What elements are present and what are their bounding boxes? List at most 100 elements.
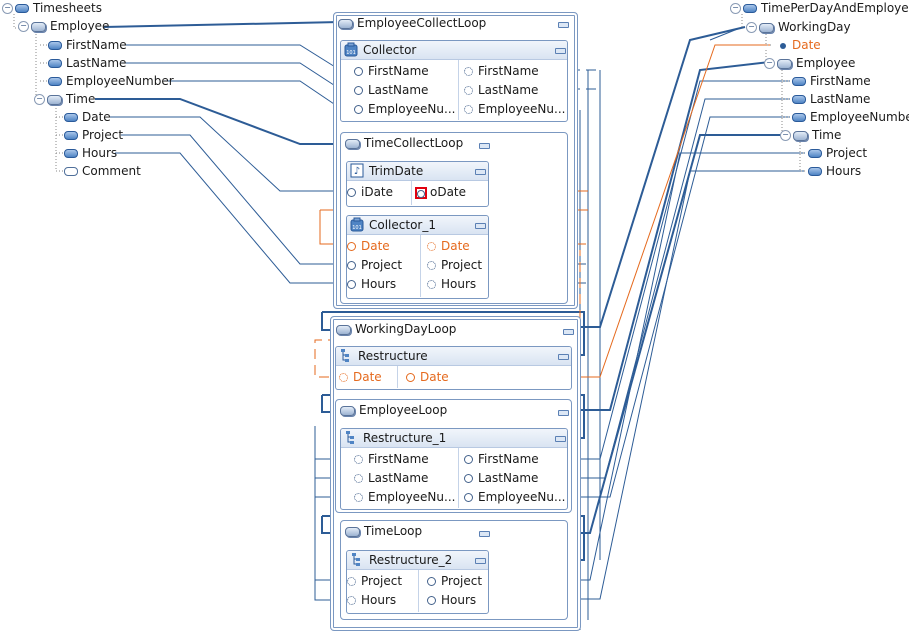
- wire-firstname-collector: [124, 44, 341, 71]
- target-workingday[interactable]: −WorkingDay: [746, 19, 851, 35]
- restructure-component[interactable]: Restructure Date Date: [335, 346, 572, 390]
- element-icon: [48, 77, 62, 86]
- input-port[interactable]: Date: [347, 238, 390, 254]
- input-port[interactable]: LastName: [354, 470, 428, 486]
- collapse-icon[interactable]: [558, 354, 569, 360]
- collapse-toggle-icon[interactable]: −: [730, 3, 741, 14]
- output-port[interactable]: Date: [427, 238, 470, 254]
- wire-lastname-collector: [121, 62, 341, 90]
- port-dotted-icon: [347, 577, 356, 586]
- output-port[interactable]: Project: [427, 257, 482, 273]
- group-icon: [31, 21, 46, 32]
- output-port[interactable]: FirstName: [464, 451, 539, 467]
- loop-icon: [345, 526, 360, 537]
- target-time[interactable]: −Time: [780, 127, 841, 143]
- collector-component[interactable]: 101 Collector FirstName LastName Employe…: [340, 40, 568, 122]
- input-port[interactable]: iDate: [347, 184, 393, 200]
- source-firstname[interactable]: FirstName: [48, 37, 127, 53]
- restructure-icon: [352, 553, 360, 566]
- collapse-icon[interactable]: [475, 169, 486, 175]
- input-port[interactable]: Date: [339, 369, 382, 385]
- source-lastname[interactable]: LastName: [48, 55, 126, 71]
- script-icon: ♪: [350, 163, 364, 178]
- loop-title: WorkingDayLoop: [355, 322, 457, 336]
- restructure-2-component[interactable]: Restructure_2 Project Hours Project Hour…: [346, 550, 489, 614]
- input-port[interactable]: Hours: [347, 276, 396, 292]
- source-time[interactable]: −Time: [34, 91, 95, 107]
- port-circle-icon: [354, 105, 363, 114]
- port-dotted-icon: [347, 596, 356, 605]
- collapse-toggle-icon[interactable]: −: [2, 3, 13, 14]
- output-port[interactable]: LastName: [464, 82, 538, 98]
- loop-title: TimeCollectLoop: [364, 136, 464, 150]
- target-lastname[interactable]: LastName: [792, 91, 870, 107]
- input-port[interactable]: EmployeeNu...: [354, 489, 455, 505]
- element-icon: [48, 41, 62, 50]
- source-employee[interactable]: −Employee: [18, 18, 109, 34]
- element-icon: [48, 59, 62, 68]
- trimdate-component[interactable]: ♪ TrimDate iDate oDate: [346, 161, 489, 207]
- port-dotted-icon: [464, 67, 473, 76]
- collapse-toggle-icon[interactable]: −: [764, 58, 775, 69]
- input-port[interactable]: Project: [347, 573, 402, 589]
- collapse-icon[interactable]: [475, 558, 486, 564]
- input-port[interactable]: LastName: [354, 82, 428, 98]
- target-project[interactable]: Project: [808, 145, 867, 161]
- collapse-icon[interactable]: [555, 436, 566, 442]
- output-port-selected[interactable]: oDate: [415, 184, 466, 200]
- output-port[interactable]: Project: [427, 573, 482, 589]
- collapse-icon[interactable]: [558, 410, 569, 416]
- output-port[interactable]: Hours: [427, 276, 476, 292]
- input-port[interactable]: FirstName: [354, 451, 429, 467]
- source-project[interactable]: Project: [64, 127, 123, 143]
- port-circle-icon: [464, 493, 473, 502]
- target-firstname[interactable]: FirstName: [792, 73, 871, 89]
- input-port[interactable]: FirstName: [354, 63, 429, 79]
- source-date[interactable]: Date: [64, 109, 111, 125]
- group-icon: [777, 58, 792, 69]
- wire-workingday-loop: [570, 26, 746, 328]
- collapse-icon[interactable]: [479, 143, 490, 149]
- port-circle-icon: [354, 86, 363, 95]
- output-port[interactable]: Hours: [427, 592, 476, 608]
- source-employeenumber[interactable]: EmployeeNumber: [48, 73, 174, 89]
- target-date[interactable]: Date: [780, 37, 821, 53]
- output-port[interactable]: EmployeeNu...: [464, 101, 565, 117]
- component-title: Collector_1: [369, 218, 436, 232]
- port-dotted-icon: [339, 373, 348, 382]
- source-comment[interactable]: Comment: [64, 163, 141, 179]
- port-circle-icon: [347, 261, 356, 270]
- source-root[interactable]: −Timesheets: [2, 0, 102, 16]
- output-port[interactable]: FirstName: [464, 63, 539, 79]
- restructure-1-component[interactable]: Restructure_1 FirstName LastName Employe…: [340, 428, 568, 510]
- collapse-icon[interactable]: [475, 223, 486, 229]
- input-port[interactable]: EmployeeNu...: [354, 101, 455, 117]
- collapse-icon[interactable]: [563, 329, 574, 335]
- selection-icon: [415, 186, 427, 199]
- target-hours[interactable]: Hours: [808, 163, 861, 179]
- input-port[interactable]: Project: [347, 257, 402, 273]
- collapse-icon[interactable]: [479, 531, 490, 537]
- wire-empnum-collector: [164, 80, 341, 109]
- input-port[interactable]: Hours: [347, 592, 396, 608]
- collapse-icon[interactable]: [558, 22, 569, 28]
- port-circle-icon: [347, 280, 356, 289]
- collapse-toggle-icon[interactable]: −: [18, 21, 29, 32]
- output-port[interactable]: Date: [406, 369, 449, 385]
- target-employee[interactable]: −Employee: [764, 55, 855, 71]
- collapse-icon[interactable]: [555, 48, 566, 54]
- output-port[interactable]: EmployeeNu...: [464, 489, 565, 505]
- collapse-toggle-icon[interactable]: −: [34, 94, 45, 105]
- port-circle-icon: [347, 188, 356, 197]
- wire-project-collector1: [121, 134, 340, 265]
- source-hours[interactable]: Hours: [64, 145, 117, 161]
- collector-1-component[interactable]: 101 Collector_1 Date Project Hours Date …: [346, 215, 489, 299]
- element-icon: [743, 4, 757, 13]
- element-icon: [15, 4, 29, 13]
- collapse-toggle-icon[interactable]: −: [780, 130, 791, 141]
- collapse-toggle-icon[interactable]: −: [746, 22, 757, 33]
- target-employeenumber[interactable]: EmployeeNumber: [792, 109, 909, 125]
- target-root[interactable]: −TimePerDayAndEmployee: [730, 0, 909, 16]
- port-circle-icon: [347, 242, 356, 251]
- output-port[interactable]: LastName: [464, 470, 538, 486]
